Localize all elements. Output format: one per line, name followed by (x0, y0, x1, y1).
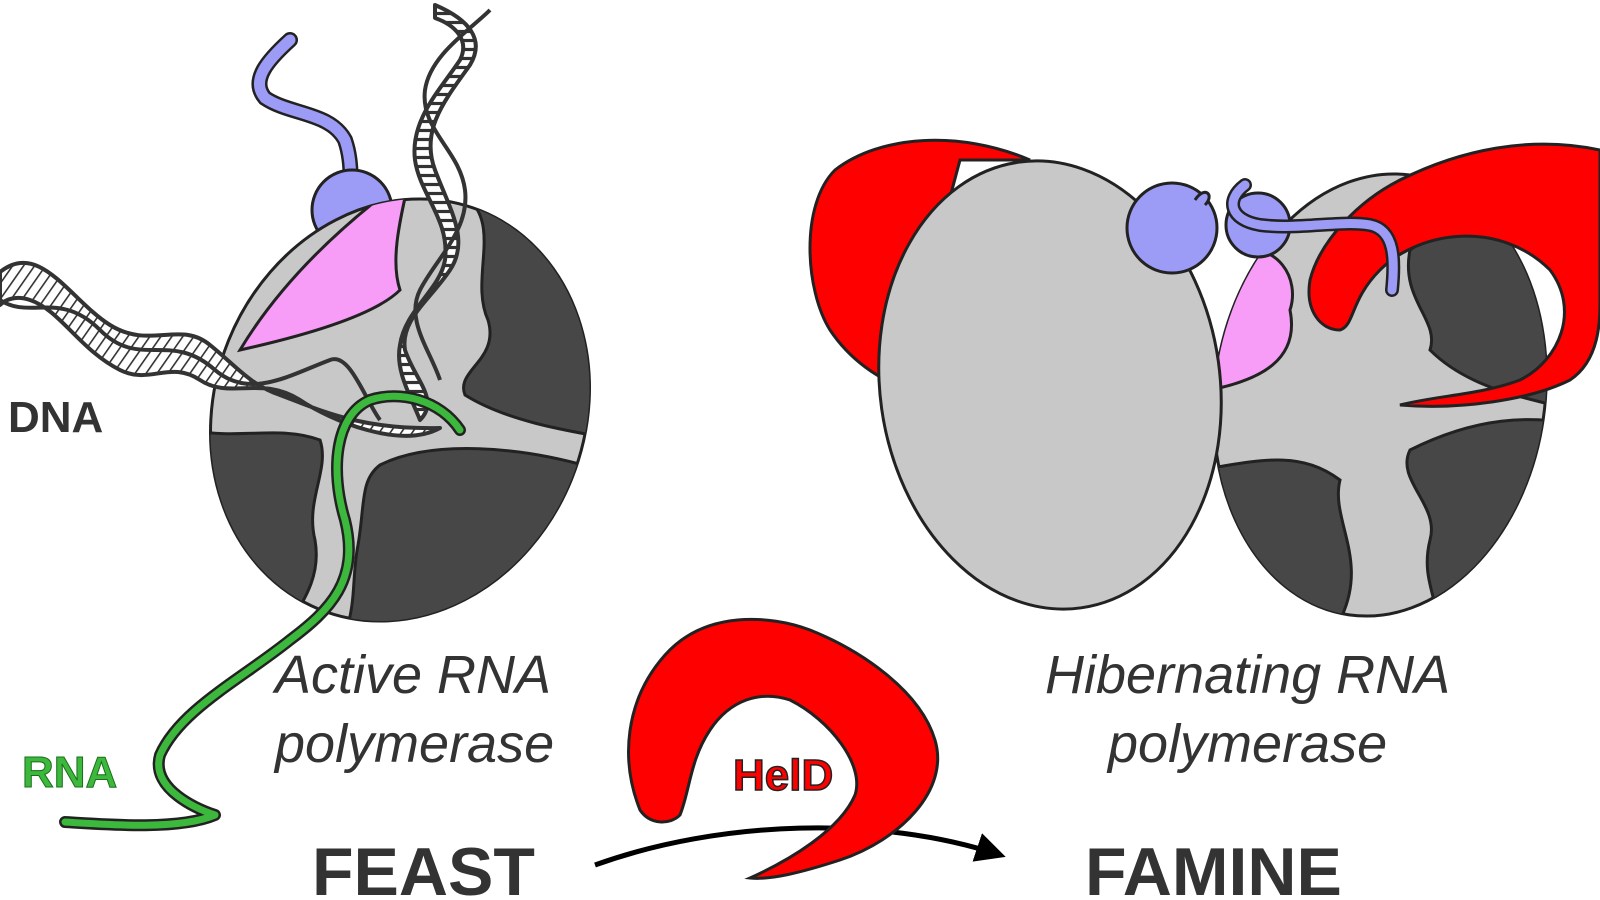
pink-domain (236, 171, 413, 353)
dark-domain (462, 147, 622, 442)
dna-vertical (397, 3, 478, 422)
famine-label: FAMINE (1085, 834, 1342, 900)
active-label-line1: Active RNA (272, 645, 551, 705)
helD-free (627, 617, 940, 880)
rna-label: RNA (22, 748, 117, 797)
helD-right (1307, 142, 1600, 408)
hibernating-rna-polymerase (808, 138, 1600, 638)
active-label-line2: polymerase (273, 714, 554, 774)
hibernating-front-body (877, 159, 1223, 611)
hibernating-label-line2: polymerase (1106, 714, 1387, 774)
helD-transition (594, 617, 1006, 880)
hibernating-label-line1: Hibernating RNA (1045, 645, 1450, 705)
feast-famine-arrow (594, 825, 1006, 868)
dna-label: DNA (8, 393, 103, 442)
helD-label: HelD (733, 751, 833, 800)
feast-label: FEAST (312, 834, 535, 900)
dna-horizontal (0, 260, 442, 438)
